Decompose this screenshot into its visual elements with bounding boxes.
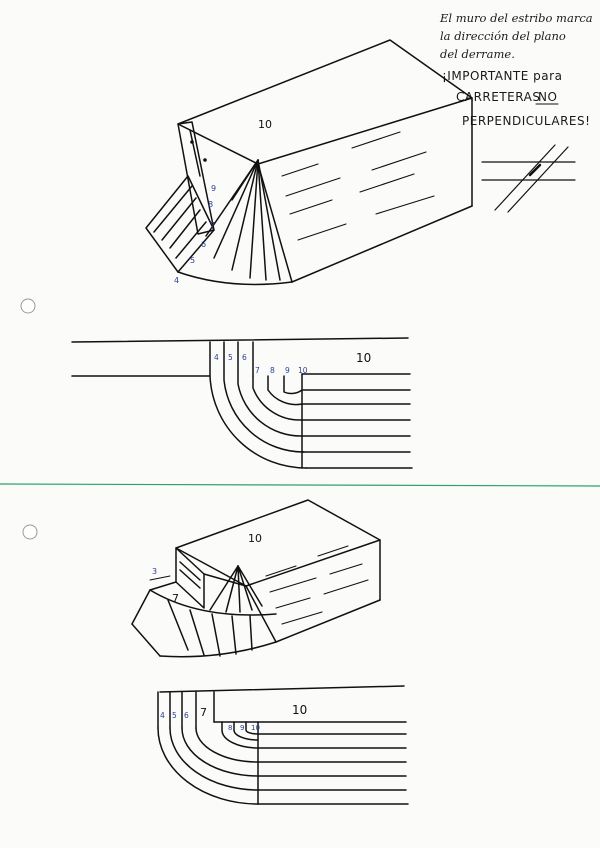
- bottom-plan-label-10: 10: [292, 703, 307, 717]
- bottom-iso-label-7: 7: [172, 592, 179, 605]
- top-iso-num: 9: [211, 184, 216, 193]
- bottom-plan-label-7: 7: [200, 706, 207, 719]
- top-plan-label-10: 10: [356, 351, 371, 365]
- top-plan-num: 4: [214, 353, 219, 362]
- note-line-1: El muro del estribo marca: [439, 11, 593, 25]
- top-iso-num: 6: [201, 240, 206, 249]
- top-isometric-view: 10 9 8 7 6 5 4: [145, 39, 473, 286]
- note-important-1: ¡IMPORTANTE para: [442, 69, 562, 83]
- punch-hole-lower: [22, 524, 38, 540]
- punch-hole-upper: [20, 298, 36, 314]
- top-plan-num: 9: [285, 366, 290, 375]
- wall-mark: [203, 158, 207, 162]
- section-divider: [0, 483, 600, 487]
- top-plan-num: 10: [298, 366, 308, 375]
- bottom-plan-num: 5: [172, 711, 177, 720]
- bottom-iso-label-10: 10: [248, 532, 262, 545]
- note-important-2a: CARRETERAS: [456, 90, 540, 104]
- deck-top-face: [177, 39, 473, 165]
- note-line-2: la dirección del plano: [440, 29, 566, 43]
- top-iso-num: 8: [208, 200, 213, 209]
- top-plan-view: 10 4 5 6 7 8 9 10: [71, 337, 413, 469]
- top-iso-num: 7: [210, 221, 215, 230]
- bottom-plan-num: 10: [251, 724, 260, 732]
- top-iso-label-10: 10: [258, 118, 272, 131]
- top-plan-num: 7: [255, 366, 260, 375]
- handwritten-note: El muro del estribo marca la dirección d…: [439, 11, 593, 128]
- bottom-plan-view: 10 7 4 5 6 8 9 10: [157, 685, 409, 805]
- wall-mark: [190, 140, 194, 144]
- note-important-3: PERPENDICULARES!: [462, 114, 590, 128]
- abutment-wall-2: [175, 547, 205, 609]
- bottom-iso-dim-3: 3: [152, 567, 157, 576]
- top-iso-num: 5: [190, 256, 195, 265]
- note-important-2b: NO: [538, 90, 557, 104]
- bottom-plan-num: 4: [160, 711, 165, 720]
- bottom-isometric-view: 3 10 7: [131, 499, 381, 658]
- bottom-plan-num: 8: [228, 724, 232, 732]
- top-plan-num: 5: [228, 353, 233, 362]
- top-plan-num: 6: [242, 353, 247, 362]
- skew-crossing-sketch: [481, 144, 576, 213]
- note-line-3: del derrame.: [440, 47, 515, 61]
- top-iso-num: 4: [174, 276, 179, 285]
- wing-slope: [145, 175, 215, 273]
- deck-top-face-2: [175, 499, 381, 587]
- top-plan-num: 8: [270, 366, 275, 375]
- bottom-plan-num: 6: [184, 711, 189, 720]
- bottom-plan-num: 9: [240, 724, 244, 732]
